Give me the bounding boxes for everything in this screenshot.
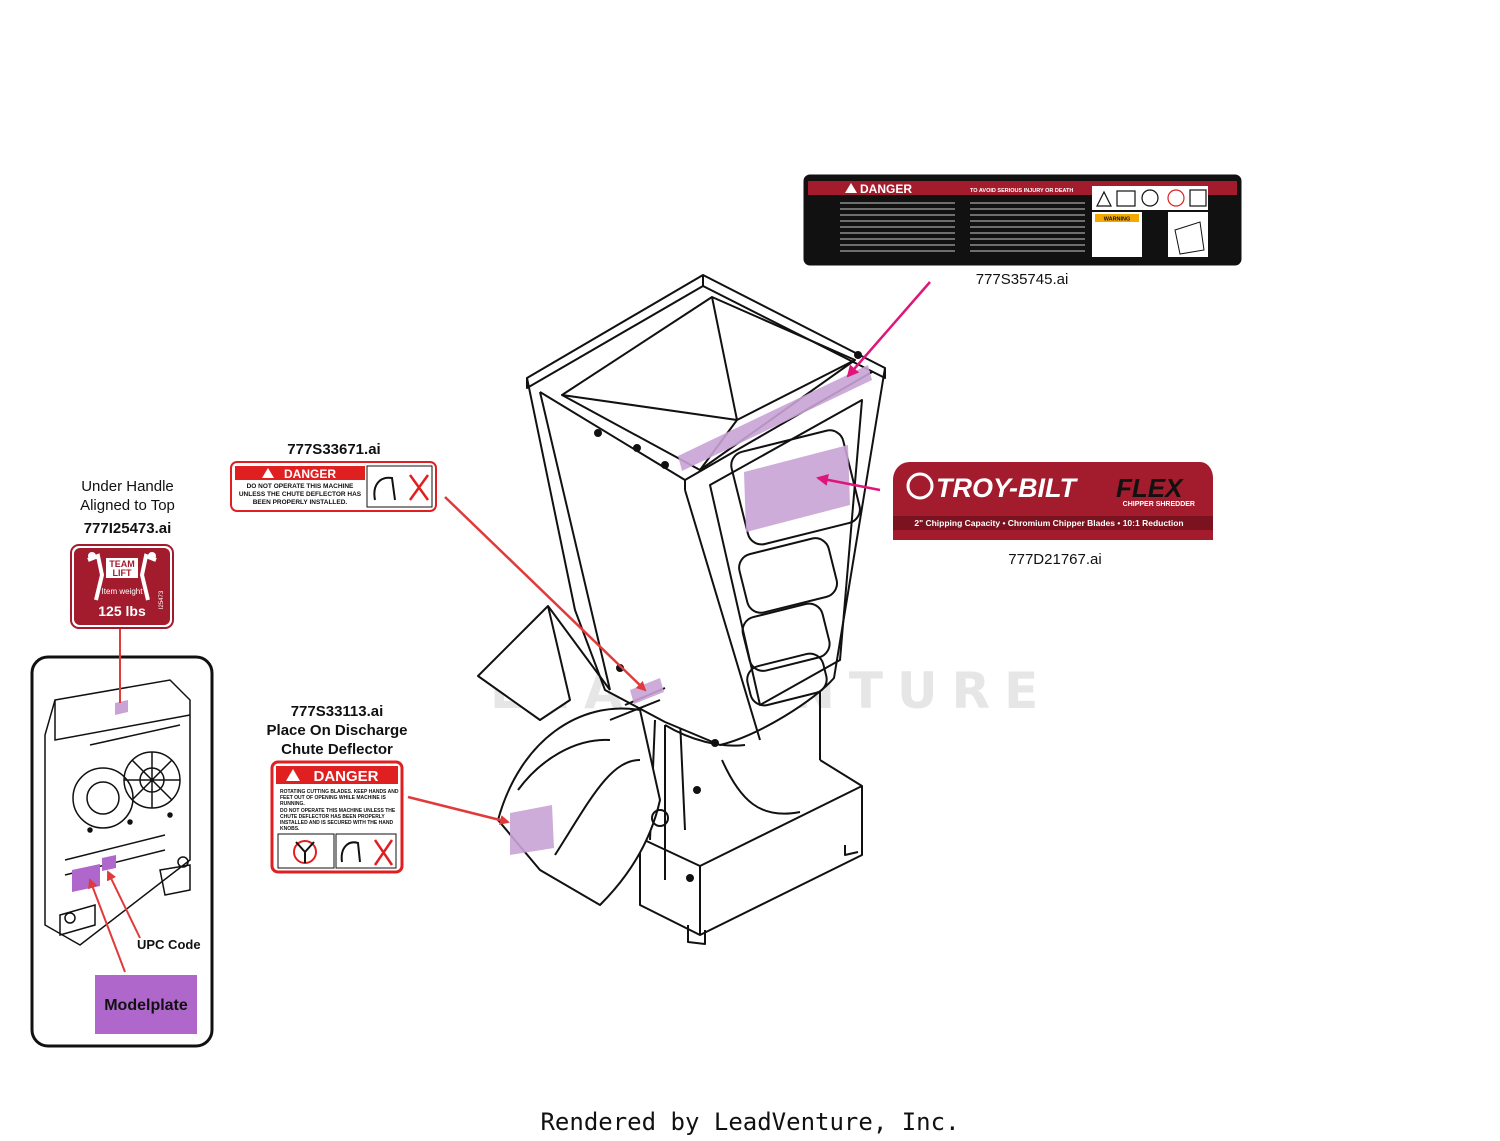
inset-patch-upc [102,855,116,871]
discharge-b1a: ROTATING CUTTING BLADES. KEEP HANDS AND [280,789,399,795]
under-handle-line1: Under Handle [81,478,174,495]
modelplate-label: Modelplate [104,997,188,1014]
discharge-b2d: KNOBS. [280,826,300,832]
callout-patch-hopper [678,365,872,471]
discharge-b2c: INSTALLED AND IS SECURED WITH THE HAND [280,820,393,826]
danger-chute-header: DANGER [284,467,336,481]
hopper-warning-label: WARNING [1104,217,1131,223]
brand-part-number: 777D21767.ai [1008,551,1102,568]
brand-tagline: 2" Chipping Capacity • Chromium Chipper … [914,518,1183,528]
team-lift-decal: TEAM LIFT Item weight 125 lbs I25473 [70,544,174,629]
discharge-b1c: RUNNING. [280,801,305,807]
team-lift-line2: LIFT [113,568,132,578]
inset-machine-drawing [44,679,191,946]
brand-name: TROY-BILT [936,473,1078,503]
callout-patch-front [744,445,850,532]
discharge-header: DANGER [313,768,378,785]
danger-chute-decal: DANGER DO NOT OPERATE THIS MACHINE UNLES… [230,461,437,512]
hopper-danger-subheader: TO AVOID SERIOUS INJURY OR DEATH [970,188,1073,194]
modelplate-box [95,975,197,1034]
hopper-danger-part-number: 777S35745.ai [975,271,1069,288]
brand-product: CHIPPER SHREDDER [1123,501,1195,508]
team-lift-line1: TEAM [109,559,135,569]
discharge-b2a: DO NOT OPERATE THIS MACHINE UNLESS THE [280,808,396,814]
under-handle-line2: Aligned to Top [80,497,175,514]
inset-frame [30,655,214,1048]
team-lift-item-weight: Item weight [102,587,144,596]
hopper-danger-decal: DANGER TO AVOID SERIOUS INJURY OR DEATH [803,174,1242,266]
inset-patch-top [115,700,128,715]
danger-chute-text1: DO NOT OPERATE THIS MACHINE [247,483,354,490]
discharge-line2: Chute Deflector [281,741,393,758]
discharge-note: 777S33113.ai Place On Discharge Chute De… [252,702,422,759]
footer-credit: Rendered by LeadVenture, Inc. [540,1108,960,1136]
brand-flex: FLEX [1116,473,1184,503]
discharge-part-number: 777S33113.ai [290,703,384,720]
team-lift-part-number: 777I25473.ai [83,520,172,537]
danger-chute-text2: UNLESS THE CHUTE DEFLECTOR HAS [239,491,362,498]
team-lift-code: I25473 [159,590,165,609]
danger-chute-text3: BEEN PROPERLY INSTALLED. [253,499,348,506]
callout-patch-handle [630,678,664,704]
brand-decal: TROY-BILT FLEX CHIPPER SHREDDER 2" Chipp… [893,462,1213,540]
upc-code-label: UPC Code [137,937,201,952]
team-lift-weight: 125 lbs [98,603,146,619]
callout-patch-chute [510,805,554,855]
discharge-b1b: FEET OUT OF OPENING WHILE MACHINE IS [280,795,387,801]
danger-chute-part-number: 777S33671.ai [287,441,381,458]
discharge-b2b: CHUTE DEFLECTOR HAS BEEN PROPERLY [280,814,385,820]
under-handle-note: Under Handle Aligned to Top [60,477,195,515]
hopper-danger-header: DANGER [860,182,912,196]
discharge-line1: Place On Discharge [266,722,408,739]
chipper-shredder-drawing [477,274,886,945]
discharge-danger-decal: DANGER ROTATING CUTTING BLADES. KEEP HAN… [270,760,404,874]
